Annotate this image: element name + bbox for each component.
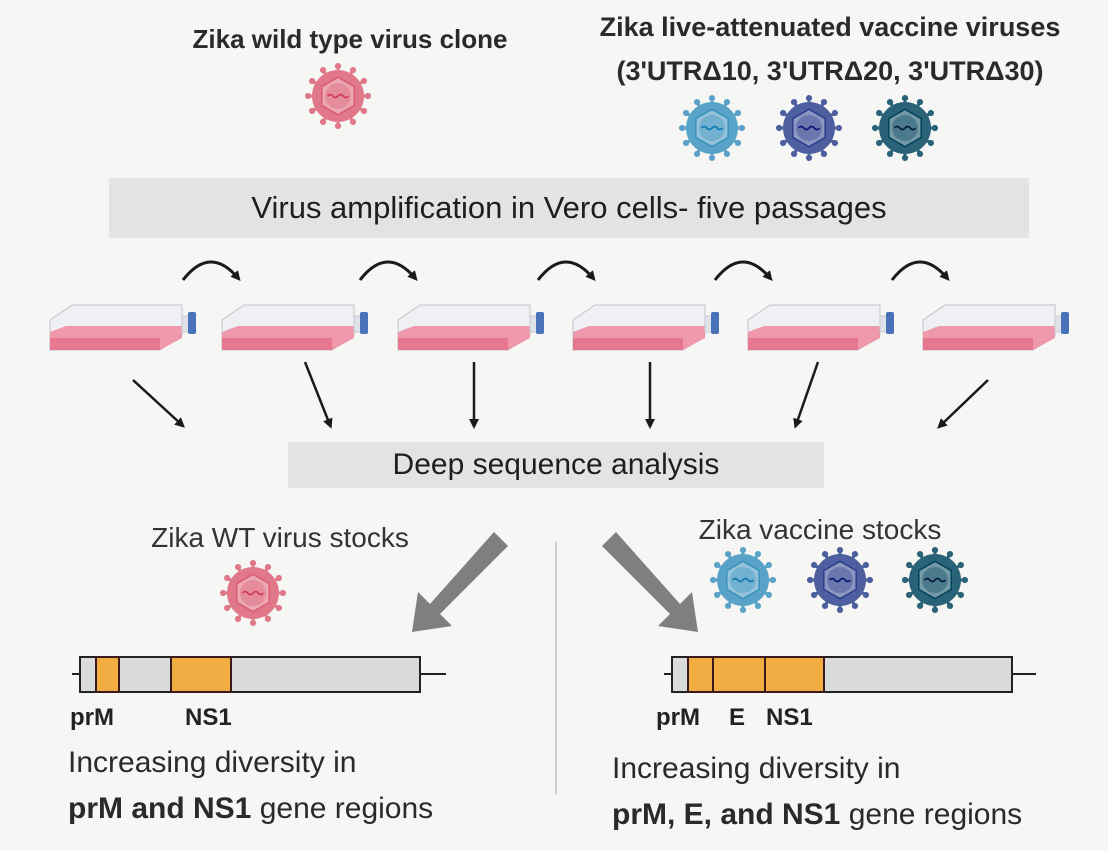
vaccine-virus-mid-icon-top — [775, 94, 843, 162]
amplification-banner: Virus amplification in Vero cells- five … — [109, 178, 1029, 238]
vaccine-virus-light-icon-bottom — [709, 546, 777, 614]
gene-label-ns1-vac: NS1 — [766, 704, 813, 731]
flask-3 — [397, 304, 544, 351]
genome-bar-vaccine — [664, 656, 1036, 693]
gray-arrow-right — [602, 532, 698, 632]
wt-stocks-label: Zika WT virus stocks — [151, 522, 409, 553]
flask-1 — [49, 304, 196, 351]
passage-arrows — [181, 260, 950, 282]
gene-block-prm-vac — [687, 656, 714, 693]
summary-vaccine: Increasing diversity in prM, E, and NS1 … — [612, 746, 1022, 838]
wt-virus-icon-top — [304, 62, 372, 130]
seq-arrow-1 — [132, 379, 185, 428]
wt-virus-icon-bottom — [219, 559, 287, 627]
summary-wt-line2: prM and NS1 gene regions — [68, 786, 433, 832]
summary-wt-bold: prM and NS1 — [68, 792, 252, 825]
genome-bar-wt — [72, 656, 446, 693]
summary-wt-rest: gene regions — [251, 792, 434, 825]
gene-label-e-vac: E — [729, 704, 746, 731]
vaccine-virus-dark-icon-bottom — [901, 546, 969, 614]
summary-vaccine-bold: prM, E, and NS1 — [612, 798, 841, 831]
passage-arrow-2 — [358, 260, 418, 282]
flask-5 — [747, 304, 894, 351]
vaccine-virus-light-icon-top — [678, 94, 746, 162]
passage-arrow-5 — [890, 260, 950, 282]
gray-arrow-left — [412, 532, 508, 632]
vaccine-virus-dark-icon-top — [871, 94, 939, 162]
seq-arrow-5 — [793, 361, 820, 429]
summary-vaccine-line1: Increasing diversity in — [612, 752, 901, 785]
flask-6 — [922, 304, 1069, 351]
culture-flasks — [49, 304, 1069, 351]
seq-arrow-6 — [937, 379, 989, 429]
vaccine-variants: (3'UTRΔ10, 3'UTRΔ20, 3'UTRΔ30) — [616, 56, 1044, 86]
passage-arrow-4 — [713, 260, 773, 282]
deep-sequence-banner: Deep sequence analysis — [288, 442, 824, 488]
sequencing-arrows — [132, 361, 989, 429]
wt-clone-title: Zika wild type virus clone — [192, 24, 508, 54]
gene-label-prm-vac: prM — [656, 704, 700, 731]
vaccine-stocks-label: Zika vaccine stocks — [698, 514, 942, 545]
section-divider — [555, 542, 557, 794]
summary-vaccine-rest: gene regions — [840, 798, 1023, 831]
flask-4 — [572, 304, 719, 351]
gene-block-e-vac — [712, 656, 766, 693]
seq-arrow-2 — [303, 361, 333, 429]
gene-block-ns1-vac — [764, 656, 825, 693]
vaccine-virus-mid-icon-bottom — [806, 546, 874, 614]
gene-label-ns1-wt: NS1 — [185, 704, 232, 731]
split-arrows — [412, 532, 698, 632]
summary-wt-line1: Increasing diversity in — [68, 746, 357, 779]
passage-arrow-1 — [181, 260, 241, 282]
summary-vaccine-line2: prM, E, and NS1 gene regions — [612, 792, 1022, 838]
summary-wt: Increasing diversity in prM and NS1 gene… — [68, 740, 433, 832]
passage-arrow-3 — [536, 260, 596, 282]
flask-2 — [221, 304, 368, 351]
gene-block-ns1-wt — [170, 656, 232, 693]
gene-block-prm-wt — [95, 656, 120, 693]
vaccine-title: Zika live-attenuated vaccine viruses — [599, 12, 1061, 42]
gene-label-prm-wt: prM — [70, 704, 114, 731]
